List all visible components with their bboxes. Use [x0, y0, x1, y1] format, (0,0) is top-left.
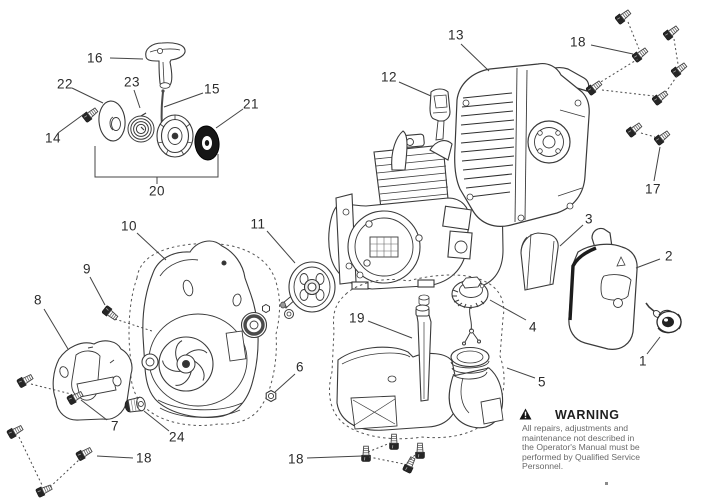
air-filter-foam: [520, 232, 559, 291]
air-filter-cover: [568, 227, 638, 350]
clutch-small-hardware: [262, 303, 294, 319]
starter-grip: [145, 42, 186, 89]
screw-bolt: [653, 128, 672, 147]
warning-line: maintenance not described in: [522, 432, 635, 443]
screw-bolt: [15, 372, 35, 389]
callout-6: 6: [295, 359, 305, 375]
fan-housing: [141, 240, 268, 418]
callout-16: 16: [86, 50, 104, 66]
screw-set-18-top-right: [585, 7, 689, 107]
pulley-black-disc: [194, 125, 220, 161]
screw-bolt: [74, 445, 94, 462]
warning-text: All repairs, adjustments and maintenance…: [519, 423, 673, 472]
filter-cover-knob: [645, 302, 682, 334]
screw-set-17: [625, 120, 672, 147]
alignment-dotted-lines: [18, 21, 679, 488]
screw-bolt: [670, 60, 689, 79]
callout-23: 23: [123, 74, 141, 90]
callout-7: 7: [110, 418, 120, 434]
callout-11: 11: [250, 216, 266, 232]
callout-1: 1: [638, 353, 648, 369]
fuel-pickup-tube: [415, 304, 432, 402]
warning-notice: WARNING All repairs, adjustments and mai…: [519, 408, 673, 472]
callout-19: 19: [348, 310, 366, 326]
screw-bolt: [389, 433, 399, 450]
callout-8: 8: [33, 292, 43, 308]
recoil-spring: [127, 112, 155, 143]
callout-9: 9: [82, 261, 92, 277]
screw-bolt: [415, 442, 425, 459]
screw-set-18-bottom-middle: [361, 433, 425, 475]
warning-line: Personnel.: [522, 461, 564, 471]
warning-line: performed by Qualified Service: [522, 451, 640, 462]
screw-bolt: [625, 120, 644, 139]
starter-washer-disc: [98, 100, 126, 142]
group-bracket-20: [94, 146, 219, 184]
callout-leader-lines: [43, 43, 661, 459]
screw-bolt: [5, 423, 25, 440]
screw-bolt: [81, 105, 100, 124]
callout-14: 14: [44, 130, 62, 146]
screw-bolt: [614, 7, 633, 26]
callout-13: 13: [447, 27, 465, 43]
warning-title-text: WARNING: [555, 408, 620, 422]
stop-switch: [429, 88, 451, 141]
screw-bolt: [401, 455, 418, 475]
bushing: [124, 396, 146, 413]
warning-icon: [519, 408, 532, 420]
warning-line: the Operator's Manual must be: [522, 442, 640, 452]
callout-20: 20: [148, 183, 166, 199]
callout-5: 5: [537, 374, 547, 390]
screw-bolt: [361, 445, 371, 462]
callout-4: 4: [528, 319, 538, 335]
callout-21: 21: [242, 96, 260, 112]
intake-elbow: [448, 346, 504, 429]
fuel-cap: [451, 276, 489, 309]
callout-2: 2: [664, 248, 674, 264]
callout-3: 3: [584, 211, 594, 227]
hex-nut: [265, 389, 277, 403]
callout-10: 10: [120, 218, 138, 234]
clutch-drum: [280, 261, 336, 313]
callout-24: 24: [168, 429, 186, 445]
screw-bolt: [631, 45, 650, 64]
callout-22: 22: [56, 76, 74, 92]
starter-pulley: [156, 114, 194, 158]
callout-18-bottom-middle: 18: [287, 451, 305, 467]
callout-15: 15: [203, 81, 221, 97]
engine-cover: [454, 62, 590, 227]
cylinder-guard: [52, 340, 133, 421]
fuel-cap-retainer-cord: [462, 306, 481, 346]
fuel-tank-dashed-outline: [329, 274, 505, 440]
callout-17: 17: [644, 181, 662, 197]
callout-18-top-right: 18: [569, 34, 587, 50]
engine-assembly: [328, 130, 504, 290]
callout-18-bottom-left: 18: [135, 450, 153, 466]
screw-bolt: [34, 482, 54, 499]
warning-title: WARNING: [519, 408, 673, 422]
callout-12: 12: [380, 69, 398, 85]
warning-line: All repairs, adjustments and: [522, 423, 629, 433]
small-mark: [605, 482, 608, 485]
screw-bolt: [662, 23, 681, 42]
